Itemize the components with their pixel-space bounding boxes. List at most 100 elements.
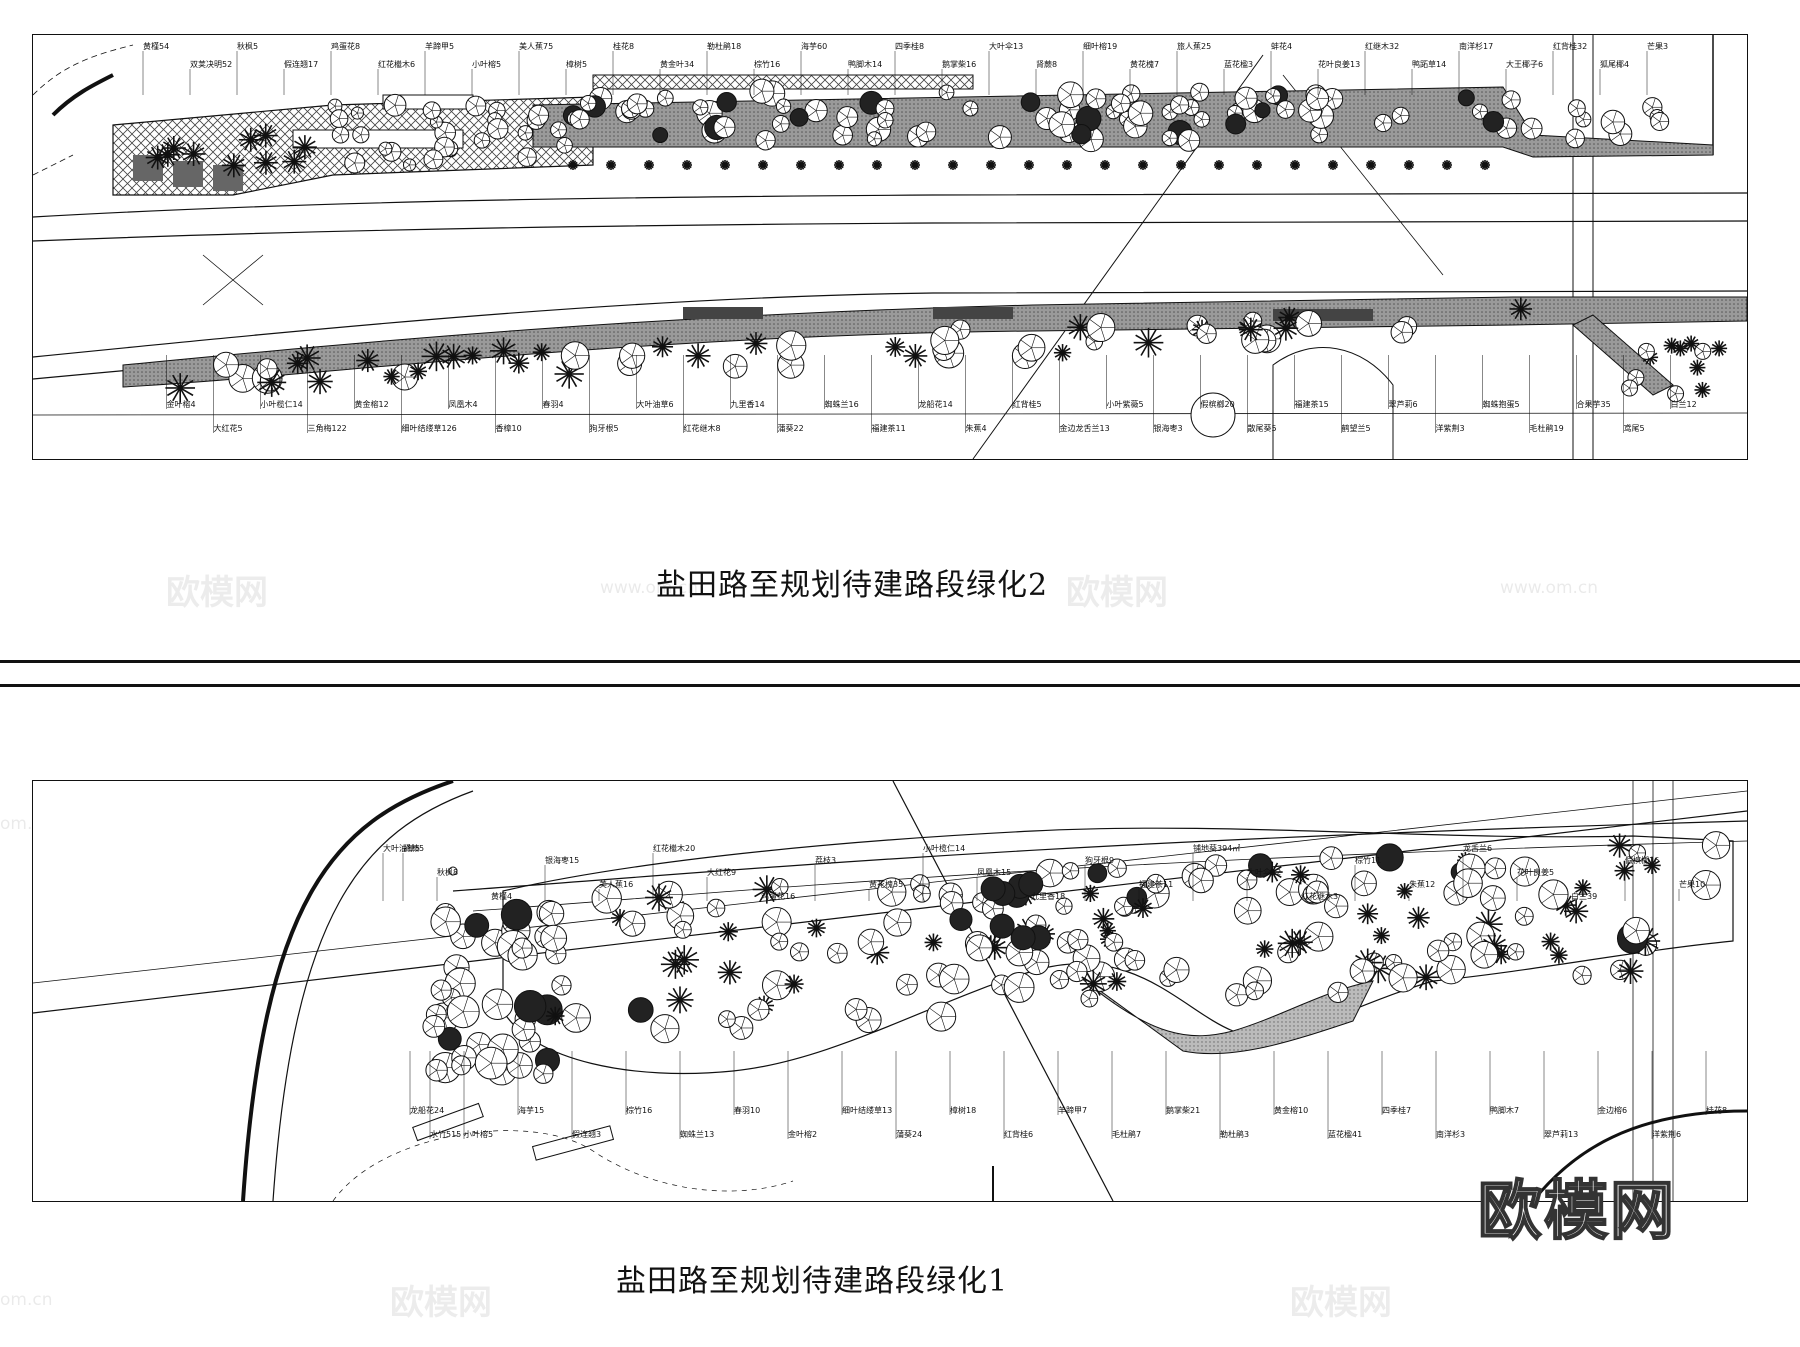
plant-label: 黄金叶34 [660,59,694,69]
palm-tree-symbol [872,160,882,170]
palm-tree-symbol [1252,160,1262,170]
plant-label: 龙舌兰6 [1463,843,1492,853]
plant-label: 桂花8 [613,41,634,51]
tree-symbol [1565,128,1585,149]
plant-label: 棕竹16 [754,59,780,69]
tree-symbol [713,116,736,139]
plant-label: 大红花5 [214,423,243,433]
tree-symbol [771,878,789,896]
plant-callout: 小叶紫薇5 [1106,355,1144,409]
plant-callout: 大叶伞13 [988,41,1023,95]
tree-symbol [1087,863,1108,884]
plant-label: 假连翘17 [284,59,318,69]
palm-tree-symbol [1100,160,1110,170]
plant-label: 羊蹄甲5 [425,41,454,51]
tree-symbol [1020,92,1041,113]
plant-label: 朱蕉4 [966,423,987,433]
plant-callout: 狐尾椰4 [1599,59,1629,95]
tree-symbol [1067,928,1089,951]
tree-symbol [1080,989,1099,1008]
drawing-title-1: 盐田路至规划待建路段绿化1 [616,1264,1009,1299]
plant-label: 黄花槐35 [869,879,903,889]
tree-symbol [528,104,550,126]
plant-label: 金叶榕2 [788,1129,817,1139]
palm-tree-symbol [885,337,906,357]
tree-symbol [692,99,709,116]
tree-symbol [556,137,573,154]
tree-symbol [761,907,792,938]
plant-callout: 假槟榔16 [1624,855,1659,901]
tree-symbol [1055,897,1073,915]
palm-tree-symbol [1689,359,1706,376]
plant-callout: 金边榕6 [1597,1051,1627,1115]
plant-label: 九里香18 [1031,891,1065,901]
tree-symbol [1351,870,1377,897]
tree-symbol [1375,843,1404,872]
plant-label: 假连翘3 [572,1129,601,1139]
palm-tree-symbol [666,986,694,1014]
palm-tree-symbol [1053,344,1072,362]
plant-callout: 鸡蛋花16 [761,891,795,901]
plant-label: 美人蕉16 [599,879,633,889]
tree-symbol [1010,925,1036,951]
plant-label: 水竹515 [430,1129,461,1139]
tree-symbol [1567,99,1586,118]
palm-tree-symbol [307,368,333,395]
plant-label: 红继木32 [1365,41,1399,51]
plant-callout: 小叶榕5 [463,1051,493,1139]
plant-callout: 春羽10 [733,1051,760,1115]
tree-symbol [980,876,1006,902]
section-divider [0,684,1800,687]
plant-label: 假槟榔20 [1201,399,1235,409]
plant-label: 鸢尾5 [1624,423,1645,433]
palm-tree-symbol [221,153,246,178]
tree-symbol [896,973,918,996]
palm-tree-symbol [1541,932,1560,951]
tree-symbol [832,124,853,146]
palm-tree-symbol [1081,884,1099,903]
plant-callout: 海芋60 [800,41,827,95]
tree-symbol [1196,323,1217,344]
tree-symbol [1388,963,1418,993]
plant-label: 翠芦莉6 [1389,399,1418,409]
plant-label: 大叶伞13 [989,41,1023,51]
palm-tree-symbol [253,150,278,175]
plant-label: 银海枣15 [545,855,579,865]
tree-symbol [487,118,509,140]
plant-label: 黄花槐7 [1130,59,1159,69]
tree-symbol [1426,939,1450,963]
plant-callout: 蜘蛛兰16 [824,355,859,409]
palm-tree-symbol [1255,940,1274,958]
plant-label: 肾蕨8 [1036,59,1057,69]
tree-symbol [962,100,979,117]
palm-tree-symbol [1357,903,1379,925]
plant-callout: 毛杜鹃7 [1111,1051,1141,1139]
plant-callout: 凤凰木15 [976,867,1011,901]
tree-symbol [1694,342,1712,360]
plant-label: 黄槿4 [491,891,512,901]
plant-callout: 小叶榄仁14 [260,355,303,409]
palm-tree-symbol [1291,865,1311,885]
plant-label: 勒杜鹃3 [1220,1129,1249,1139]
tree-symbol [877,877,907,907]
plant-label: 狐尾椰4 [1600,59,1629,69]
plant-callout: 假槟榔20 [1200,355,1235,409]
tree-symbol [561,1003,591,1033]
tree-symbol [755,130,776,151]
plant-labels-bottom: 大叶油草5龙船花24秋枫8小叶榕5黄槿4海芋15银海枣15假连翘3美人蕉16棕竹… [382,843,1727,1139]
tree-symbol [656,89,674,107]
plant-callout: 龙舌兰6 [1462,843,1492,901]
tree-symbol [1048,111,1075,138]
plant-label: 毛杜鹃7 [1112,1129,1141,1139]
tree-symbol [1124,950,1146,971]
plant-label: 大叶油草6 [637,399,674,409]
palm-tree-symbol [644,160,654,170]
plant-callout: 白兰12 [1670,355,1697,409]
tree-symbol [591,883,622,914]
tree-symbol [747,998,770,1021]
plant-label: 红背桂6 [1004,1129,1033,1139]
tree-symbol [422,1014,446,1038]
plant-label: 小叶榄仁14 [261,399,303,409]
tree-symbol [425,1058,448,1082]
tree-symbol [540,924,568,952]
